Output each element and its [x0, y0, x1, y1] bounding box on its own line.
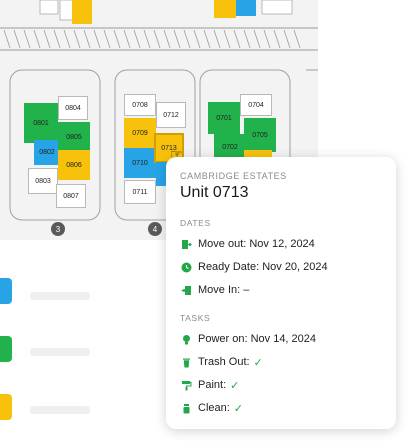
unit-label: 0711 [132, 188, 148, 196]
unit-label: 0713 [161, 144, 177, 152]
unit-0705[interactable]: 0705 [244, 118, 276, 152]
move-out-icon [180, 238, 192, 250]
unit-label: 0712 [163, 111, 179, 119]
move-out-row: Move out: Nov 12, 2024 [180, 237, 382, 251]
unit-label: 0802 [39, 149, 55, 156]
paint-check-icon: ✓ [230, 379, 240, 392]
move-in-icon [180, 284, 192, 296]
legend-marker-yellow [0, 394, 12, 420]
legend-placeholder-green [30, 348, 90, 356]
tasks-heading: TASKS [180, 313, 211, 323]
unit-label: 0701 [216, 114, 232, 122]
building-number-3: 3 [51, 222, 65, 236]
legend-marker-blue [0, 278, 12, 304]
unit-label: 0705 [252, 131, 268, 139]
property-name: CAMBRIDGE ESTATES [180, 171, 287, 181]
power-on-text: Power on: Nov 14, 2024 [198, 333, 317, 345]
unit-label: 0803 [35, 177, 51, 185]
unit-label: 0801 [33, 119, 49, 127]
paint-roller-icon [180, 379, 192, 391]
legend-placeholder-blue [30, 292, 90, 300]
unit-0804[interactable]: 0804 [58, 96, 88, 120]
unit-0708[interactable]: 0708 [124, 94, 156, 116]
unit-0701[interactable]: 0701 [208, 102, 240, 134]
ready-date-text: Ready Date: Nov 20, 2024 [198, 261, 328, 273]
unit-0801[interactable]: 0801 [24, 103, 58, 143]
unit-label: 0804 [65, 104, 81, 112]
unit-0704[interactable]: 0704 [240, 94, 272, 116]
unit-label: 0805 [66, 133, 82, 141]
unit-label: 0710 [132, 159, 148, 167]
move-in-row: Move In: – [180, 283, 382, 297]
unit-label: 0709 [132, 129, 148, 137]
unit-label: 0708 [132, 101, 148, 109]
legend-marker-green [0, 336, 12, 362]
clean-check-icon: ✓ [233, 402, 244, 415]
unit-0706-partial[interactable] [244, 150, 272, 160]
unit-0806[interactable]: 0806 [58, 150, 90, 180]
unit-0712[interactable]: 0712 [156, 102, 186, 128]
power-on-row: Power on: Nov 14, 2024 [180, 332, 382, 346]
clock-icon [180, 261, 192, 273]
dates-heading: DATES [180, 218, 211, 228]
paint-row: Paint: ✓ [180, 378, 382, 392]
unit-0803[interactable]: 0803 [28, 168, 58, 194]
paint-text: Paint: [198, 379, 227, 391]
ready-date-row: Ready Date: Nov 20, 2024 [180, 260, 382, 274]
trash-out-text: Trash Out: [198, 356, 250, 368]
legend-placeholder-yellow [30, 406, 90, 414]
trash-icon [180, 356, 192, 368]
unit-label: 0704 [248, 101, 264, 109]
unit-0711[interactable]: 0711 [124, 180, 156, 204]
clean-row: Clean: ✓ [180, 401, 382, 415]
trash-out-row: Trash Out: ✓ [180, 355, 382, 369]
property-map[interactable]: 0801 0802 0803 0804 0805 0806 0807 3 070… [0, 0, 318, 240]
spray-bottle-icon [180, 402, 192, 414]
unit-0710[interactable]: 0710 [124, 148, 156, 178]
move-out-text: Move out: Nov 12, 2024 [198, 238, 315, 250]
unit-label: 0807 [63, 192, 79, 200]
unit-title: Unit 0713 [180, 184, 249, 201]
trash-out-check-icon: ✓ [253, 356, 263, 369]
unit-0802[interactable]: 0802 [34, 140, 60, 165]
clean-text: Clean: [198, 402, 230, 414]
unit-0713[interactable]: 0713 [154, 133, 184, 163]
unit-0807[interactable]: 0807 [56, 184, 86, 208]
unit-0709[interactable]: 0709 [124, 118, 156, 148]
building-number-4: 4 [148, 222, 162, 236]
unit-0702[interactable]: 0702 [214, 134, 246, 160]
unit-label: 0702 [222, 143, 238, 151]
lightbulb-icon [180, 333, 192, 345]
unit-details-popup: CAMBRIDGE ESTATES Unit 0713 DATES Move o… [166, 157, 396, 429]
unit-label: 0806 [66, 161, 82, 169]
move-in-text: Move In: – [198, 284, 250, 296]
unit-0805[interactable]: 0805 [58, 122, 90, 152]
